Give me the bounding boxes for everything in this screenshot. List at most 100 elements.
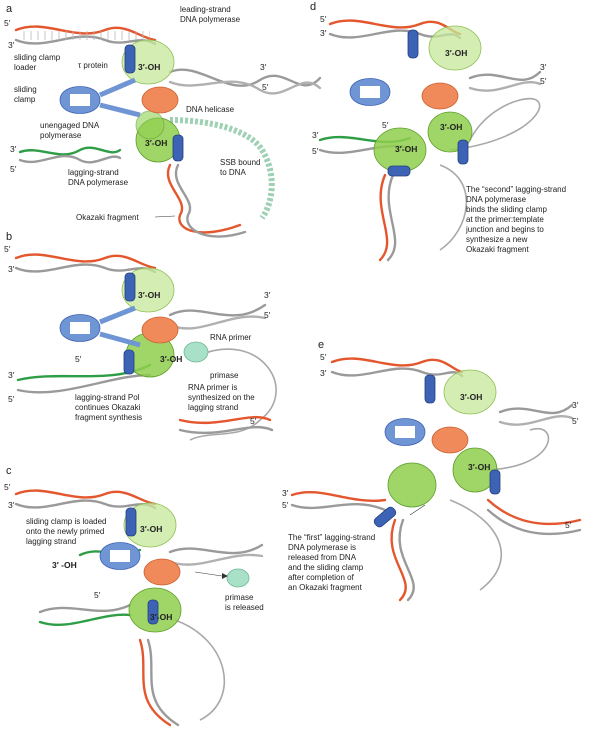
label-clamp-loader-2: loader [14,63,37,72]
dna-helicase [431,426,469,454]
clamp-loader [349,78,391,106]
label-lagging-pol-1: lagging-strand [68,168,119,177]
label-clamp-loader-1: sliding clamp [14,53,61,62]
label-second-pol-7: Okazaki fragment [466,245,529,254]
label-clamp-1: sliding [14,85,37,94]
end-label-5: 5′ [94,590,101,600]
label-second-pol-6: synthesize a new [466,235,528,244]
label-first-pol-1: The “first” lagging-strand [288,533,375,542]
three-prime-oh-label: 3′-OH [150,612,172,622]
end-label-5: 5′ [572,416,579,426]
panel-b-letter: b [6,231,12,243]
end-label-5: 5′ [4,18,11,28]
label-primase-released-1: primase [225,593,254,602]
end-label-5: 5′ [4,244,11,254]
end-label-5: 5′ [4,482,11,492]
label-lagging-continues-1: lagging-strand Pol [75,393,140,402]
label-unengaged-1: unengaged DNA [40,121,100,130]
label-primer-synth-1: RNA primer is [188,383,237,392]
label-second-pol-2: DNA polymerase [466,195,527,204]
label-primase-released-2: is released [225,603,264,612]
label-clamp-loaded-1: sliding clamp is loaded [26,517,107,526]
label-second-pol-4: at the primer:template [466,215,544,224]
end-label-5: 5′ [262,82,269,92]
dna-helicase [143,558,181,586]
sliding-clamp [172,134,184,162]
label-first-pol-6: an Okazaki fragment [288,583,363,592]
panel-b: b 5′ 3′ 3′ 5′ 3′ 5′ 5′ 5′ 3′-OH 3′-OH RN… [4,231,277,441]
end-label-3: 3′ [312,130,319,140]
panel-c-letter: c [6,465,12,477]
panel-a: a 5′ 3′ 3′ 5′ 3′ 5′ [4,3,322,238]
label-clamp-loaded-3: lagging strand [26,537,76,546]
end-label-3: 3′ [8,264,15,274]
label-second-pol-3: binds the sliding clamp [466,205,547,214]
label-first-pol-5: after completion of [288,573,355,582]
label-primase: primase [210,371,239,380]
dna-helicase [141,316,179,344]
end-label-3: 3′ [540,62,547,72]
unengaged-polymerase [135,110,165,140]
label-first-pol-2: DNA polymerase is [288,543,356,552]
panel-a-letter: a [6,3,13,15]
three-prime-oh-label: 3′-OH [138,62,160,72]
sliding-clamp [387,165,411,177]
end-label-5: 5′ [320,14,327,24]
panel-d: d 5′ 3′ 3′ 5′ 3′ 5′ 5′ 3′-OH 3′-OH 3′-OH… [310,1,566,262]
end-label-3: 3′ [572,400,579,410]
end-label-3: 3′ [8,370,15,380]
released-primase [226,568,250,588]
three-prime-oh-label: 3′-OH [440,122,462,132]
end-label-5: 5′ [264,310,271,320]
released-sliding-clamp [373,506,397,528]
ssb-chain [169,117,275,220]
three-prime-oh-label: 3′-OH [160,354,182,364]
end-label-5: 5′ [282,500,289,510]
sliding-clamp [407,29,419,59]
label-lagging-continues-2: continues Okazaki [75,403,141,412]
end-label-3: 3′ [320,28,327,38]
end-label-5: 5′ [250,416,257,426]
label-rna-primer: RNA primer [210,333,252,342]
primase [183,341,209,363]
end-label-5: 5′ [8,394,15,404]
label-first-pol-4: and the sliding clamp [288,563,364,572]
end-label-3: 3′ [8,500,15,510]
end-label-3: 3′ [320,368,327,378]
label-first-pol-3: released from DNA [288,553,357,562]
leading-strand-polymerase [428,25,482,71]
three-prime-oh-label: 3′-OH [138,290,160,300]
label-free-oh: 3′ -OH [52,560,77,570]
label-okazaki: Okazaki fragment [76,213,139,222]
leading-strand-polymerase [443,369,497,415]
clamp-loader [59,77,141,118]
clamp-loader [384,418,426,446]
end-label-5: 5′ [320,352,327,362]
leading-strand-duplex [168,68,322,95]
end-label-5: 5′ [540,76,547,86]
end-label-5: 5′ [382,120,389,130]
dna-helicase [141,86,179,114]
label-primer-synth-3: lagging strand [188,403,238,412]
sliding-clamp [457,139,469,165]
end-label-3: 3′ [282,488,289,498]
label-ssb-2: to DNA [220,168,246,177]
lagging-strand-duplex [18,146,122,164]
label-second-pol-1: The “second” lagging-strand [466,185,566,194]
label-ssb-1: SSB bound [220,158,260,167]
three-prime-oh-label: 3′-OH [140,524,162,534]
panel-e-letter: e [318,339,324,351]
label-helicase: DNA helicase [186,105,235,114]
clamp-loader [99,542,141,570]
released-lagging-polymerase [387,462,437,508]
label-primer-synth-2: synthesized on the [188,393,255,402]
label-lagging-pol-2: DNA polymerase [68,178,129,187]
label-clamp-loaded-2: onto the newly primed [26,527,104,536]
sliding-clamp [124,44,136,74]
end-label-3: 3′ [8,40,15,50]
panel-c: c 5′ 3′ 5′ 3′-OH 3′-OH sliding clamp is … [4,465,264,727]
three-prime-oh-label: 3′-OH [395,144,417,154]
okazaki-duplex [166,163,247,238]
three-prime-oh-label: 3′-OH [145,138,167,148]
